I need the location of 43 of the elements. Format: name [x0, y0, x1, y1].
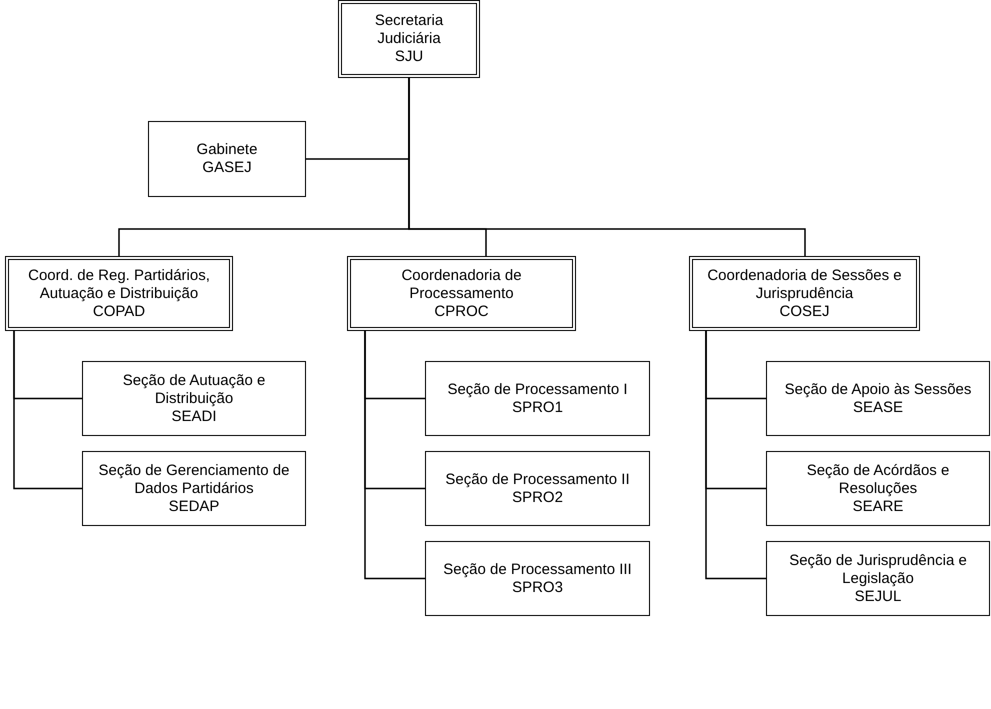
- unit-name: Seção de Jurisprudência e Legislação: [788, 552, 968, 588]
- unit-acronym: SEDAP: [168, 498, 220, 516]
- unit-acronym: SPRO1: [512, 398, 563, 416]
- section-box: [425, 361, 650, 436]
- unit-acronym: SPRO2: [512, 488, 563, 506]
- unit-acronym: CPROC: [434, 302, 489, 320]
- unit-box: [689, 256, 920, 331]
- unit-name: Coordenadoria de Sessões e Jurisprudência: [706, 266, 903, 302]
- connector-line: [364, 331, 425, 580]
- unit-box: [347, 256, 576, 331]
- unit-acronym: SEJUL: [854, 588, 902, 606]
- connector-line: [705, 331, 766, 580]
- unit-name: Seção de Autuação e Distribuição: [122, 372, 266, 408]
- section-box: [425, 451, 650, 526]
- unit-name: Gabinete: [196, 141, 258, 159]
- connector-line: [13, 331, 82, 490]
- unit-box: [5, 256, 233, 331]
- section-box: [148, 121, 306, 197]
- unit-acronym: SEADI: [171, 408, 216, 426]
- section-box: [82, 451, 306, 526]
- unit-acronym: SEARE: [852, 498, 904, 516]
- unit-acronym: SEASE: [852, 398, 904, 416]
- unit-acronym: GASEJ: [202, 159, 252, 177]
- unit-acronym: COSEJ: [779, 302, 830, 320]
- unit-acronym: SJU: [394, 48, 424, 66]
- section-box: [766, 361, 990, 436]
- unit-box: [338, 0, 480, 78]
- unit-name: Seção de Gerenciamento de Dados Partidários: [98, 462, 290, 498]
- unit-name: Seção de Acórdãos e Resoluções: [806, 462, 950, 498]
- connector-line: [408, 78, 806, 256]
- unit-name: Coordenadoria de Processamento: [400, 266, 523, 302]
- unit-name: Seção de Processamento II: [445, 470, 630, 488]
- unit-name: Secretaria Judiciária: [374, 12, 444, 48]
- section-box: [82, 361, 306, 436]
- section-box: [425, 541, 650, 616]
- unit-name: Seção de Apoio às Sessões: [784, 380, 972, 398]
- section-box: [766, 541, 990, 616]
- unit-name: Coord. de Reg. Partidários, Autuação e Distribuição: [27, 266, 211, 302]
- unit-name: Seção de Processamento III: [443, 560, 632, 578]
- section-box: [766, 451, 990, 526]
- unit-acronym: COPAD: [92, 302, 146, 320]
- unit-acronym: SPRO3: [512, 578, 563, 596]
- unit-name: Seção de Processamento I: [447, 380, 628, 398]
